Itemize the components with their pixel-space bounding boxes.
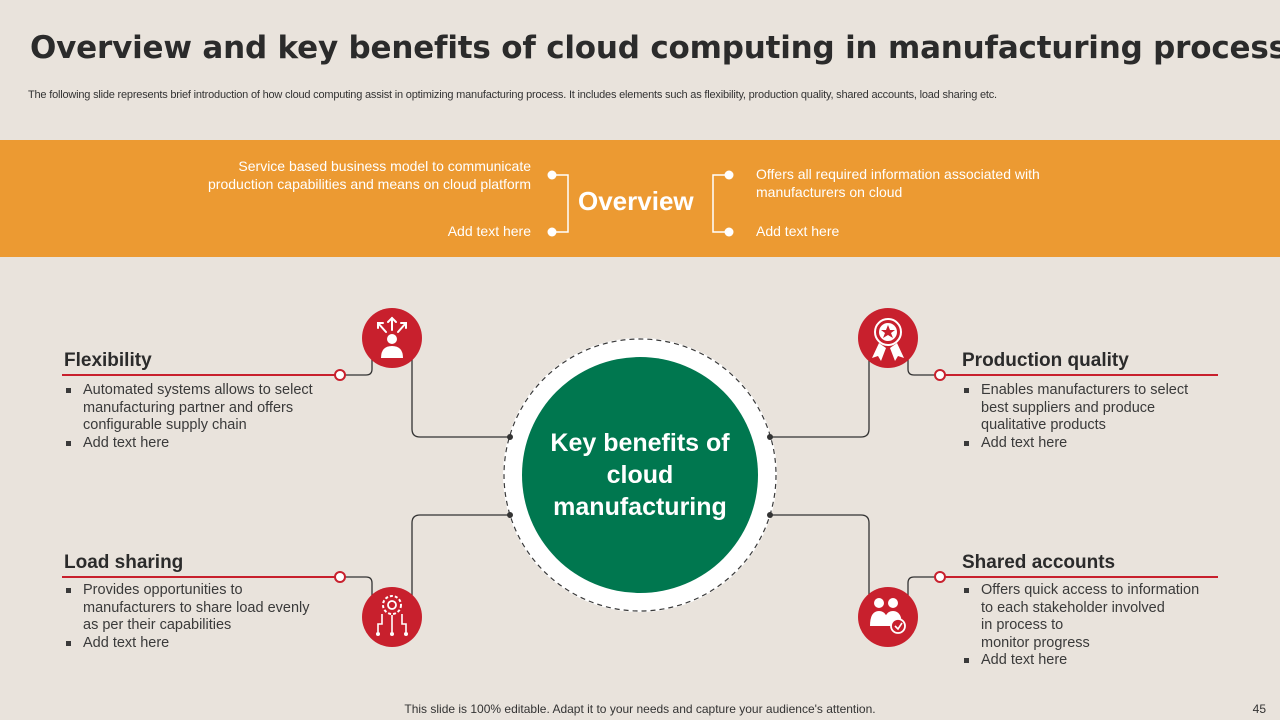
flexibility-item-line: Add text here: [83, 434, 170, 451]
shared-accounts-item-line: to each stakeholder involved: [981, 599, 1165, 616]
overview-right-bottom-text: Add text here: [756, 223, 840, 239]
overview-left-top-line2: production capabilities and means on clo…: [208, 176, 531, 192]
overview-left-top-dot: [547, 170, 557, 180]
flexibility-item-line: configurable supply chain: [83, 417, 247, 434]
flexibility-list: Automated systems allows to select manuf…: [64, 382, 344, 452]
load-sharing-item-line: Provides opportunities to: [83, 582, 243, 598]
flexibility-item-line: Automated systems allows to select: [83, 382, 313, 398]
overview-left-top-text: Service based business model to communic…: [150, 157, 531, 193]
slide-subtitle: The following slide represents brief int…: [28, 89, 997, 101]
list-item: Offers quick access to information to ea…: [962, 582, 1252, 652]
production-quality-item-line: Enables manufacturers to select: [981, 382, 1189, 398]
production-quality-item-line: best suppliers and produce: [981, 399, 1156, 416]
connector-dot-production-quality: [767, 434, 773, 440]
gear-circuit-icon: [362, 587, 422, 647]
overview-right-bottom-dot: [724, 227, 734, 237]
overview-right-top-line2: manufacturers on cloud: [756, 184, 903, 200]
shared-accounts-item-line: Add text here: [981, 652, 1068, 669]
slide-footer: This slide is 100% editable. Adapt it to…: [404, 702, 876, 716]
list-item: Provides opportunities to manufacturers …: [64, 582, 344, 635]
connector-production-quality: [770, 348, 870, 438]
overview-right-top-dot: [724, 170, 734, 180]
connector-dot-load-sharing: [507, 512, 513, 518]
shared-accounts-list: Offers quick access to information to ea…: [962, 582, 1252, 670]
load-sharing-list: Provides opportunities to manufacturers …: [64, 582, 344, 652]
center-dashed-ring: [503, 338, 777, 612]
overview-left-bottom-text: Add text here: [447, 223, 531, 239]
overview-label: Overview: [578, 186, 694, 216]
award-ribbon-icon: [858, 308, 918, 368]
overview-right-top-text: Offers all required information associat…: [756, 165, 1116, 201]
list-item: Add text here: [64, 635, 344, 653]
center-label-line2: cloud: [606, 461, 674, 489]
connector-dot-flexibility: [507, 434, 513, 440]
connector-shared-accounts: [770, 514, 870, 605]
person-arrows-icon: [362, 308, 422, 368]
flexibility-title: Flexibility: [64, 350, 152, 371]
overview-left-bracket: [552, 174, 569, 233]
load-sharing-item-line: Add text here: [83, 634, 170, 651]
page-number: 45: [1252, 702, 1266, 716]
overview-left-bottom-dot: [547, 227, 557, 237]
overview-left-top-line1: Service based business model to communic…: [238, 158, 531, 174]
shared-accounts-item-line: monitor progress: [981, 634, 1090, 651]
flexibility-item-line: manufacturing partner and offers: [83, 399, 294, 416]
list-item: Automated systems allows to select manuf…: [64, 382, 344, 435]
shared-accounts-item-line: in process to: [981, 617, 1064, 634]
list-item: Add text here: [962, 652, 1252, 670]
production-quality-item-line: qualitative products: [981, 417, 1106, 434]
center-circle: [522, 357, 758, 593]
load-sharing-title: Load sharing: [64, 552, 184, 573]
overview-band: [0, 140, 1280, 257]
load-sharing-item-line: as per their capabilities: [83, 617, 232, 634]
shared-accounts-item-line: Offers quick access to information: [981, 582, 1200, 598]
overview-right-bracket: [712, 174, 729, 233]
production-quality-item-line: Add text here: [981, 434, 1068, 451]
center-label-line1: Key benefits of: [550, 429, 730, 457]
center-label-line3: manufacturing: [553, 493, 727, 521]
load-sharing-item-line: manufacturers to share load evenly: [83, 599, 310, 616]
slide-title: Overview and key benefits of cloud compu…: [30, 30, 1280, 66]
production-quality-list: Enables manufacturers to select best sup…: [962, 382, 1242, 452]
connector-load-sharing: [411, 514, 510, 605]
list-item: Add text here: [64, 435, 344, 453]
production-quality-title: Production quality: [962, 350, 1129, 371]
shared-accounts-title: Shared accounts: [962, 552, 1116, 573]
center-label: Key benefits of cloud manufacturing: [522, 357, 758, 593]
connector-flexibility: [411, 348, 510, 438]
overview-right-top-line1: Offers all required information associat…: [756, 166, 1040, 182]
list-item: Add text here: [962, 435, 1242, 453]
connector-dot-shared-accounts: [767, 512, 773, 518]
list-item: Enables manufacturers to select best sup…: [962, 382, 1242, 435]
users-share-icon: [858, 587, 918, 647]
